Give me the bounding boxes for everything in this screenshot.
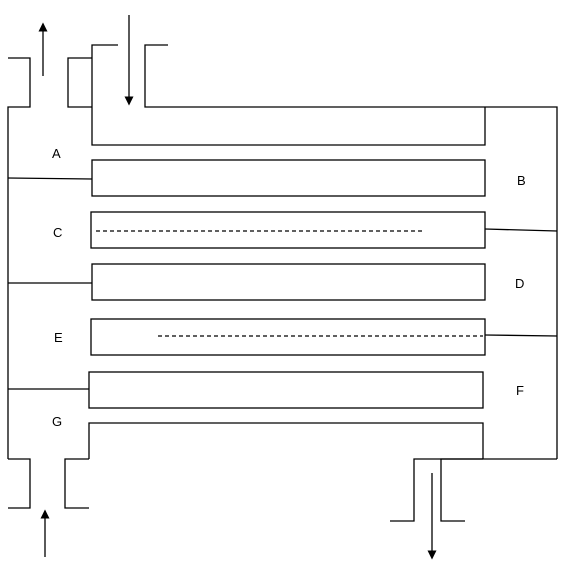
plate-4 [91, 263, 486, 301]
top-right-inlet-nozzle [91, 15, 558, 459]
connector-right-2 [484, 334, 558, 337]
label-c: C [53, 225, 62, 240]
plate-6 [88, 371, 484, 409]
plate-5 [90, 318, 486, 356]
top-left-outlet-nozzle [7, 22, 92, 459]
bottom-right-outlet-nozzle [390, 458, 557, 560]
plate-2 [91, 159, 486, 197]
label-d: D [515, 276, 524, 291]
label-b: B [517, 173, 526, 188]
bottom-left-inlet-nozzle [8, 458, 89, 557]
plate-bottom [88, 422, 484, 459]
label-a: A [52, 146, 61, 161]
label-g: G [52, 414, 62, 429]
plate-3 [90, 211, 486, 249]
label-e: E [54, 330, 63, 345]
label-f: F [516, 383, 524, 398]
connector-right-1 [484, 228, 558, 232]
connector-left-1 [7, 177, 93, 180]
plate-top [91, 107, 486, 146]
